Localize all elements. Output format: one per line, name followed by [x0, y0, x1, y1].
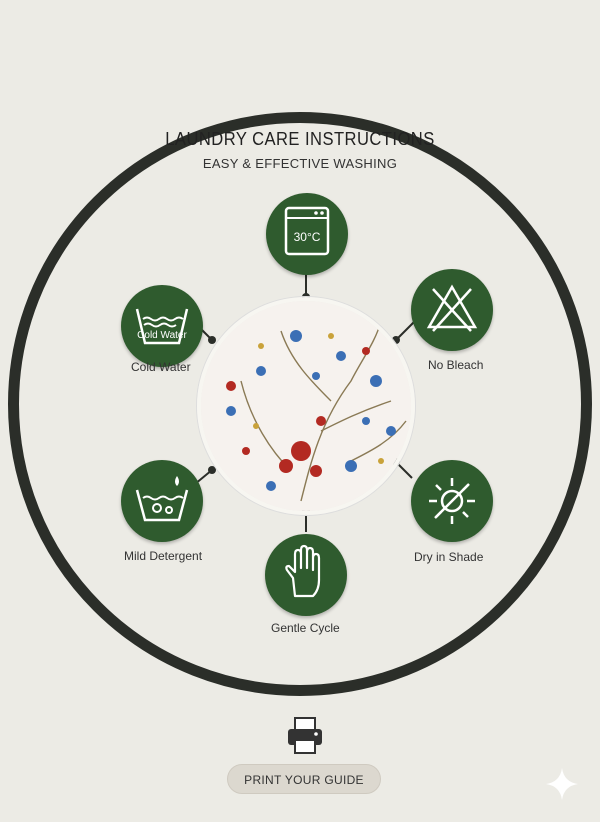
hand-wash-icon	[285, 544, 321, 598]
badge-mild-detergent	[121, 460, 203, 542]
badge-dry-in-shade	[411, 460, 493, 542]
label-mild-detergent: Mild Detergent	[124, 549, 203, 563]
wash-basin-icon: Cold Water	[135, 308, 189, 345]
detergent-basin-icon	[135, 476, 189, 522]
label-gentle-cycle: Gentle Cycle	[271, 621, 340, 635]
floral-fabric-image	[197, 297, 415, 515]
printer-icon[interactable]	[285, 716, 325, 756]
cold-water-badge-text: Cold Water	[137, 330, 187, 341]
sparkle-icon	[546, 768, 578, 800]
page-title: LAUNDRY CARE INSTRUCTIONS	[165, 129, 435, 149]
washing-machine-icon: 30°C	[284, 206, 330, 256]
dry-in-shade-icon	[429, 478, 475, 524]
outer-ring	[8, 112, 592, 696]
badge-gentle-cycle	[265, 534, 347, 616]
print-guide-button[interactable]: PRINT YOUR GUIDE	[227, 764, 381, 794]
page-subtitle: EASY & EFFECTIVE WASHING	[202, 156, 398, 171]
badge-no-bleach	[411, 269, 493, 351]
label-cold-water: Cold Water	[131, 360, 191, 374]
label-no-bleach: No Bleach	[428, 358, 484, 372]
no-bleach-icon	[426, 284, 478, 332]
badge-cold-water: Cold Water	[121, 285, 203, 367]
badge-temperature: 30°C	[266, 193, 348, 275]
temperature-text: 30°C	[294, 230, 321, 244]
label-dry-in-shade: Dry in Shade	[414, 550, 484, 564]
